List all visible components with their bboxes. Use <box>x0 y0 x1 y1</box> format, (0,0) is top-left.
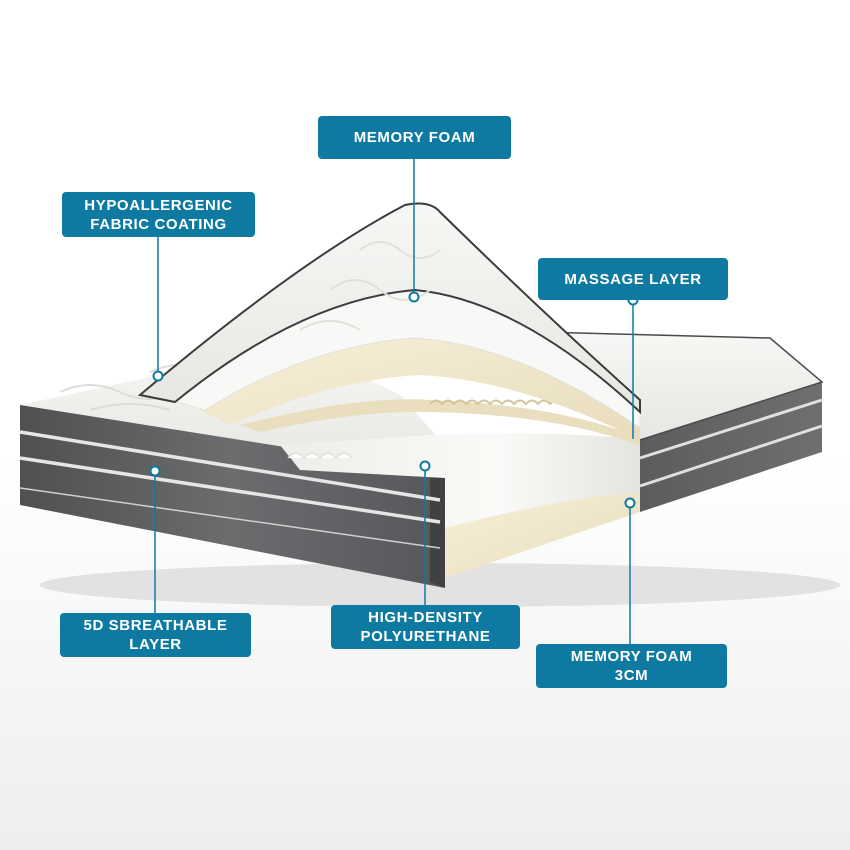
memory-foam-3cm-pointer-dot <box>624 497 636 509</box>
high-density-core <box>280 433 640 528</box>
memory-foam-pointer-dot <box>408 291 420 303</box>
label-line: HIGH-DENSITY <box>368 609 483 626</box>
memory-foam-3cm-label: MEMORY FOAM 3CM <box>536 644 727 688</box>
pointer-lines <box>154 159 634 644</box>
right-side-stripe <box>639 398 823 460</box>
label-line: FABRIC COATING <box>90 215 227 233</box>
mattress-front-end <box>430 470 445 588</box>
lifted-cover <box>137 202 641 415</box>
label-line: MASSAGE LAYER <box>564 270 702 288</box>
front-side-stripe <box>19 456 441 524</box>
massage-layer-label: MASSAGE LAYER <box>538 258 728 300</box>
label-line: HYPOALLERGENIC <box>84 196 233 214</box>
memory-foam-upper-layer <box>200 335 640 440</box>
hypoallergenic-fabric-coating-label: HYPOALLERGENIC FABRIC COATING <box>62 192 255 237</box>
massage-layer <box>240 399 640 446</box>
label-line: 3CM <box>614 667 649 684</box>
label-line: POLYURETHANE <box>360 628 491 645</box>
label-line: 5D SBREATHABLE <box>83 617 228 634</box>
breathable-layer-label: 5D SBREATHABLE LAYER <box>60 613 251 657</box>
breathable-layer-pointer-dot <box>149 465 161 477</box>
front-side-stripe <box>19 430 441 502</box>
high-density-pointer-dot <box>419 460 431 472</box>
memory-foam-label: MEMORY FOAM <box>318 116 511 159</box>
label-line: MEMORY FOAM <box>353 129 476 146</box>
right-side-stripe <box>639 424 823 488</box>
label-line: LAYER <box>129 636 182 653</box>
hypoallergenic-pointer-dot <box>152 370 164 382</box>
spring-bumps <box>287 452 353 460</box>
front-side-stripe <box>19 487 441 549</box>
label-line: MEMORY FOAM <box>570 648 693 665</box>
high-density-polyurethane-label: HIGH-DENSITY POLYURETHANE <box>331 605 520 649</box>
